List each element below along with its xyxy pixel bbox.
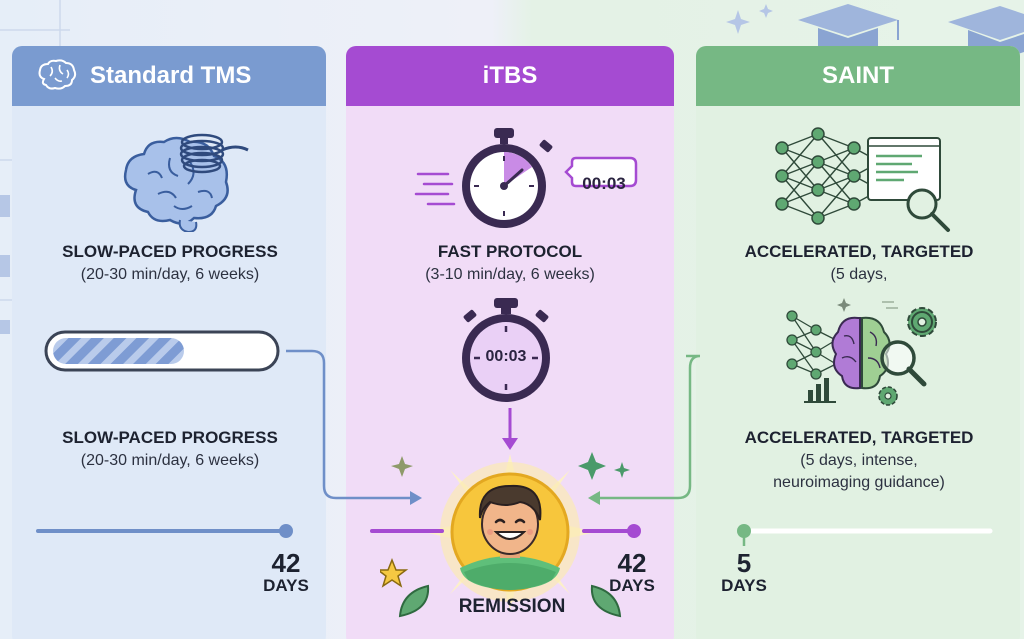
standard-heading-top: SLOW-PACED PROGRESS [62,242,278,261]
sparkle-icon [837,298,851,312]
standard-sub-top: (20-30 min/day, 6 weeks) [80,266,260,283]
sparkle-icon [726,4,773,34]
graduation-cap-icon [798,4,899,52]
stopwatch-face-time: 00:03 [485,348,527,365]
remission-label: REMISSION [458,596,566,617]
star-icon [380,557,409,588]
saint-heading-bottom: ACCELERATED, TARGETED [744,428,974,447]
brain-analysis-icon [786,298,937,406]
standard-days-label: DAYS [263,576,309,595]
standard-sub-bottom: (20-30 min/day, 6 weeks) [80,452,260,469]
saint-sub-bottom-2: neuroimaging guidance) [773,474,945,491]
progress-bar [44,330,280,372]
stopwatch-icon [462,298,550,402]
itbs-days-label: DAYS [609,576,655,595]
saint-sub-bottom-1: (5 days, intense, [800,452,918,469]
neural-network-icon [775,127,950,232]
itbs-days-number: 42 [617,548,647,578]
itbs-heading: FAST PROTOCOL [437,242,583,261]
saint-title: SAINT [822,62,894,89]
sparkle-icon [578,452,630,480]
gear-icon [878,386,898,406]
standard-tms-header: Standard TMS [12,46,326,106]
itbs-header: iTBS [346,46,674,106]
brain-icon [38,59,77,90]
standard-heading-bottom: SLOW-PACED PROGRESS [62,428,278,447]
remission-illustration [380,408,630,618]
sparkle-icon [391,456,413,477]
leaf-icon [398,584,622,618]
gear-icon [907,307,937,337]
standard-days-number: 42 [271,548,301,578]
progress-bar-fill [53,338,184,364]
timer-bubble: 00:03 [582,174,626,193]
saint-days-number: 5 [736,548,752,578]
itbs-title: iTBS [482,62,538,89]
saint-sub-top: (5 days, [830,266,888,283]
standard-tms-title: Standard TMS [90,62,252,89]
saint-days-label: DAYS [721,576,767,595]
itbs-sub: (3-10 min/day, 6 weeks) [425,266,595,283]
stopwatch-icon [414,128,638,228]
bar-chart-icon [804,378,836,403]
saint-heading-top: ACCELERATED, TARGETED [744,242,974,261]
saint-header: SAINT [696,46,1020,106]
brain-coil-icon [123,133,249,232]
